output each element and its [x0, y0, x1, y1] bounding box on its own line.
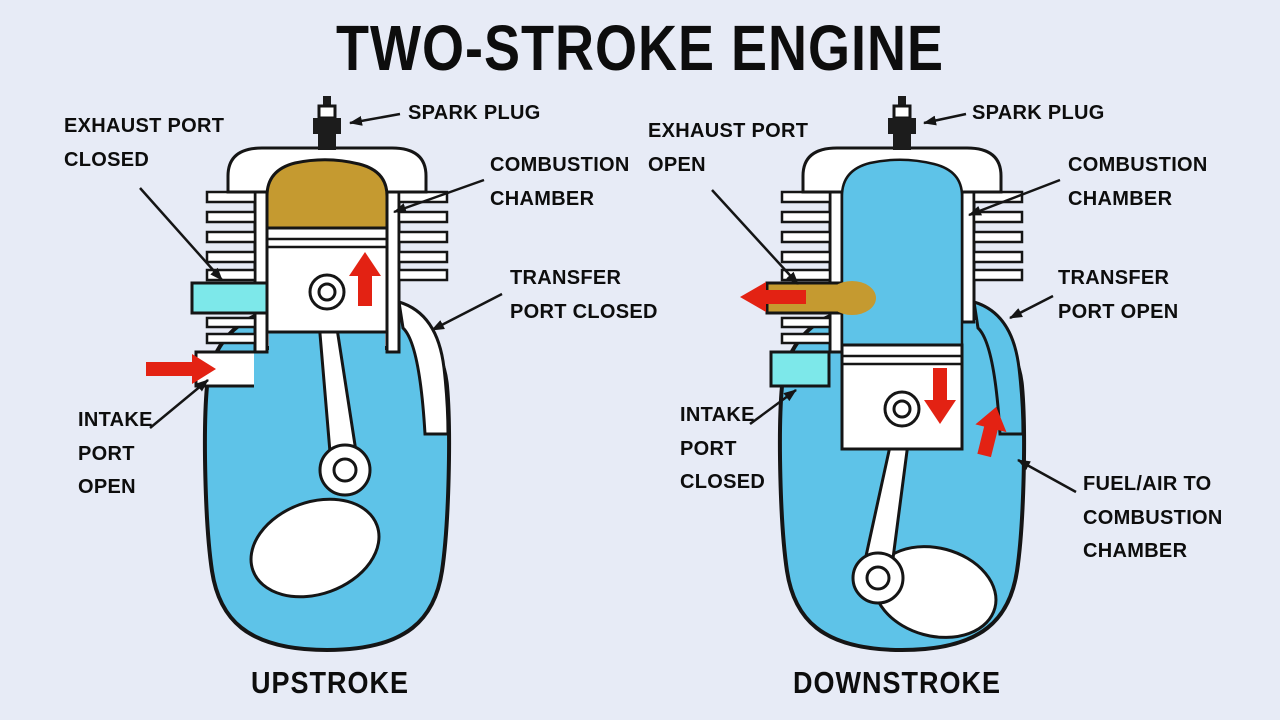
exhaust-gases	[828, 281, 876, 315]
cylinder-wall	[828, 311, 844, 354]
crank-counterweight	[249, 497, 381, 599]
label-spark-plug-right: SPARK PLUG	[972, 102, 1105, 124]
exhaust-outflow-arrow-icon	[740, 282, 806, 312]
label-intake-left: INTAKE PORT OPEN	[78, 409, 153, 499]
cooling-fins	[205, 190, 449, 345]
intake-flow-arrow-icon	[146, 354, 216, 384]
compression-upflow-arrow-icon	[349, 252, 381, 306]
spark-plug-icon	[888, 96, 916, 150]
crank-pin	[332, 457, 358, 483]
caption-downstroke: DOWNSTROKE	[793, 666, 1001, 700]
label-transfer-right: TRANSFER PORT OPEN	[1058, 267, 1179, 323]
leader-combustion-left	[393, 178, 485, 214]
page-title: TWO-STROKE ENGINE	[336, 13, 944, 84]
leader-spark-left	[349, 112, 401, 126]
leader-transfer-left	[431, 292, 503, 332]
power-downflow-arrow-icon	[924, 368, 956, 424]
label-transfer-left: TRANSFER PORT CLOSED	[510, 267, 658, 323]
leader-intake-right	[749, 388, 797, 426]
combustion-chamber	[840, 158, 964, 351]
intake-port	[769, 350, 831, 388]
cooling-fins	[780, 190, 1024, 345]
leader-exhaust-left	[139, 187, 223, 281]
leader-transfer-right	[1009, 294, 1054, 320]
leader-combustion-right	[968, 178, 1061, 217]
label-spark-plug-left: SPARK PLUG	[408, 102, 541, 124]
cylinder-wall	[828, 183, 844, 285]
crank-pin	[865, 565, 891, 591]
label-fuel-air-right: FUEL/AIR TO COMBUSTION CHAMBER	[1083, 473, 1223, 563]
leader-intake-left	[149, 379, 209, 429]
cylinder-wall	[960, 183, 976, 324]
leader-spark-right	[923, 112, 967, 126]
label-exhaust-port-left: EXHAUST PORT CLOSED	[64, 115, 225, 171]
exhaust-port	[190, 281, 269, 315]
combustion-chamber	[265, 158, 389, 232]
transfer-passage	[972, 299, 1025, 436]
label-intake-right: INTAKE PORT CLOSED	[680, 404, 766, 494]
spark-plug-icon	[313, 96, 341, 150]
upstroke-engine	[146, 96, 452, 653]
label-exhaust-port-right: EXHAUST PORT OPEN	[648, 120, 809, 176]
leader-exhaust-right	[711, 189, 799, 285]
label-combustion-left: COMBUSTION CHAMBER	[490, 154, 630, 210]
leader-lines	[139, 112, 1077, 494]
cylinder-wall	[253, 311, 269, 354]
cylinder-wall	[253, 183, 269, 285]
label-combustion-right: COMBUSTION CHAMBER	[1068, 154, 1208, 210]
caption-upstroke: UPSTROKE	[250, 666, 410, 700]
transfer-port-opening	[960, 320, 976, 350]
downstroke-engine	[740, 96, 1027, 653]
leader-fuel-air-right	[1017, 458, 1077, 494]
transfer-upflow-arrow-icon	[975, 406, 1007, 458]
